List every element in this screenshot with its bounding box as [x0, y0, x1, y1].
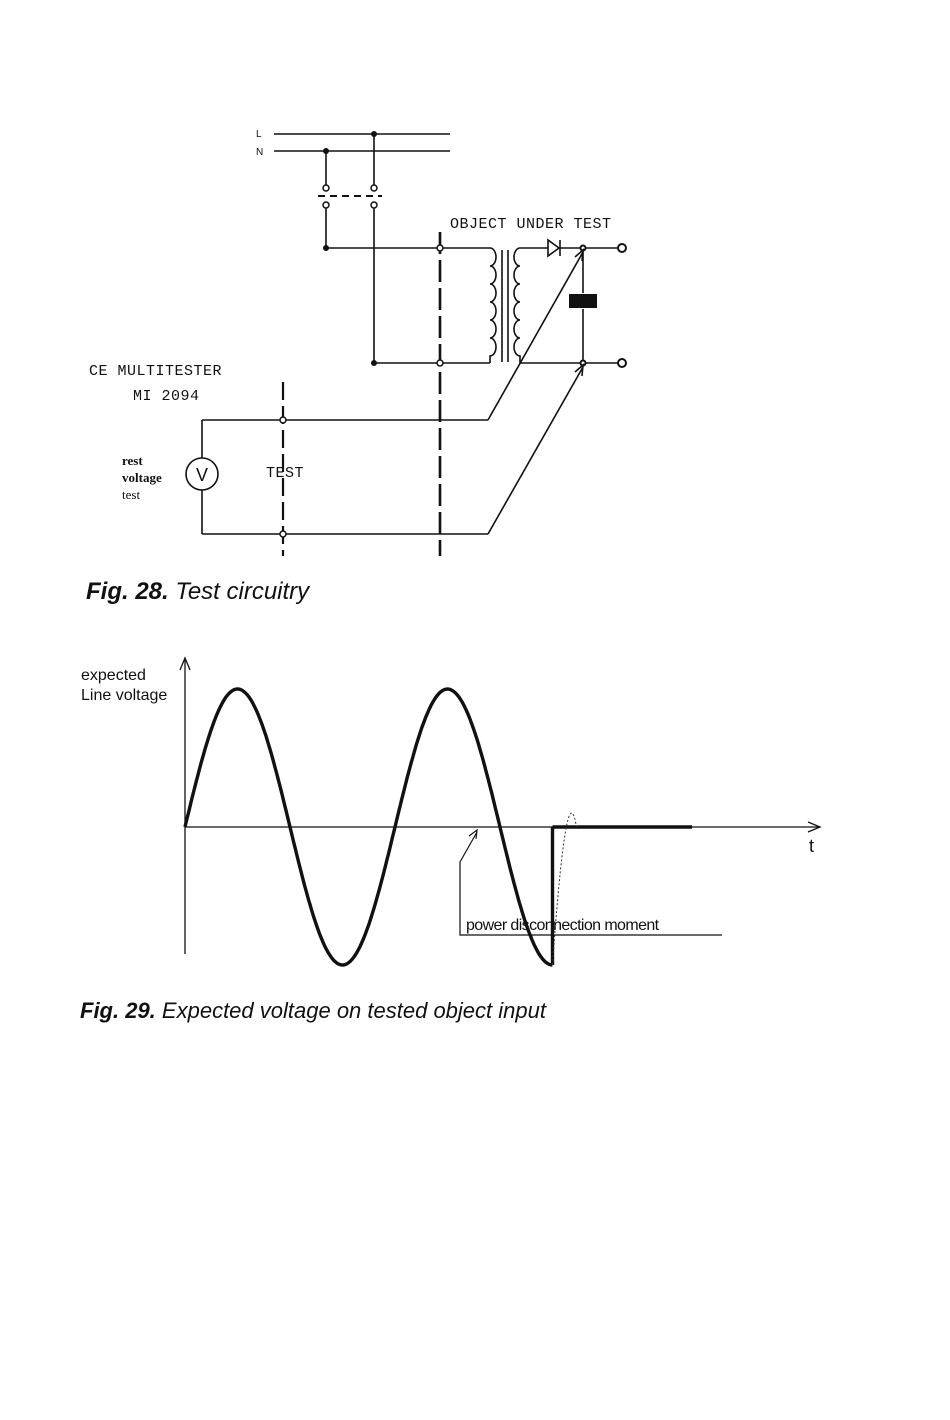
fig29-caption: Fig. 29. Expected voltage on tested obje…	[80, 998, 546, 1024]
measure-label-line1: rest	[122, 453, 143, 468]
tester-model-label: MI 2094	[133, 388, 200, 405]
tester-name-label: CE MULTITESTER	[89, 363, 222, 380]
y-axis-label-line2: Line voltage	[81, 687, 167, 704]
output-terminal-bottom	[618, 359, 626, 367]
transformer	[490, 248, 520, 363]
measure-label-line3: test	[122, 487, 140, 502]
test-circuit-diagram: V L N OBJECT UNDER TEST CE MULTITESTER M…	[0, 0, 950, 580]
fig29-caption-number: Fig. 29.	[80, 998, 156, 1023]
voltage-waveform-chart: expected Line voltage t power disconnect…	[0, 640, 950, 1000]
neutral-label: N	[256, 147, 263, 158]
y-axis-label-line1: expected	[81, 667, 146, 684]
fig28-caption-text: Test circuitry	[175, 578, 309, 605]
load-component	[569, 294, 597, 308]
output-terminal-top	[618, 244, 626, 252]
fig28-caption: Fig. 28. Test circuitry	[86, 578, 309, 606]
measure-label-line2: voltage	[122, 470, 162, 485]
fig29-caption-text: Expected voltage on tested object input	[162, 998, 546, 1023]
diode-symbol	[548, 240, 560, 256]
x-axis-label: t	[809, 836, 814, 856]
disconnect-annotation: power disconnection moment	[466, 917, 660, 934]
expected-decay-curve	[553, 813, 577, 965]
mains-switch	[318, 185, 382, 208]
voltmeter-label: V	[196, 465, 208, 485]
test-switch-label: TEST	[266, 465, 304, 482]
line-label: L	[256, 129, 262, 140]
object-under-test-label: OBJECT UNDER TEST	[450, 216, 612, 233]
fig28-caption-number: Fig. 28.	[86, 578, 169, 605]
